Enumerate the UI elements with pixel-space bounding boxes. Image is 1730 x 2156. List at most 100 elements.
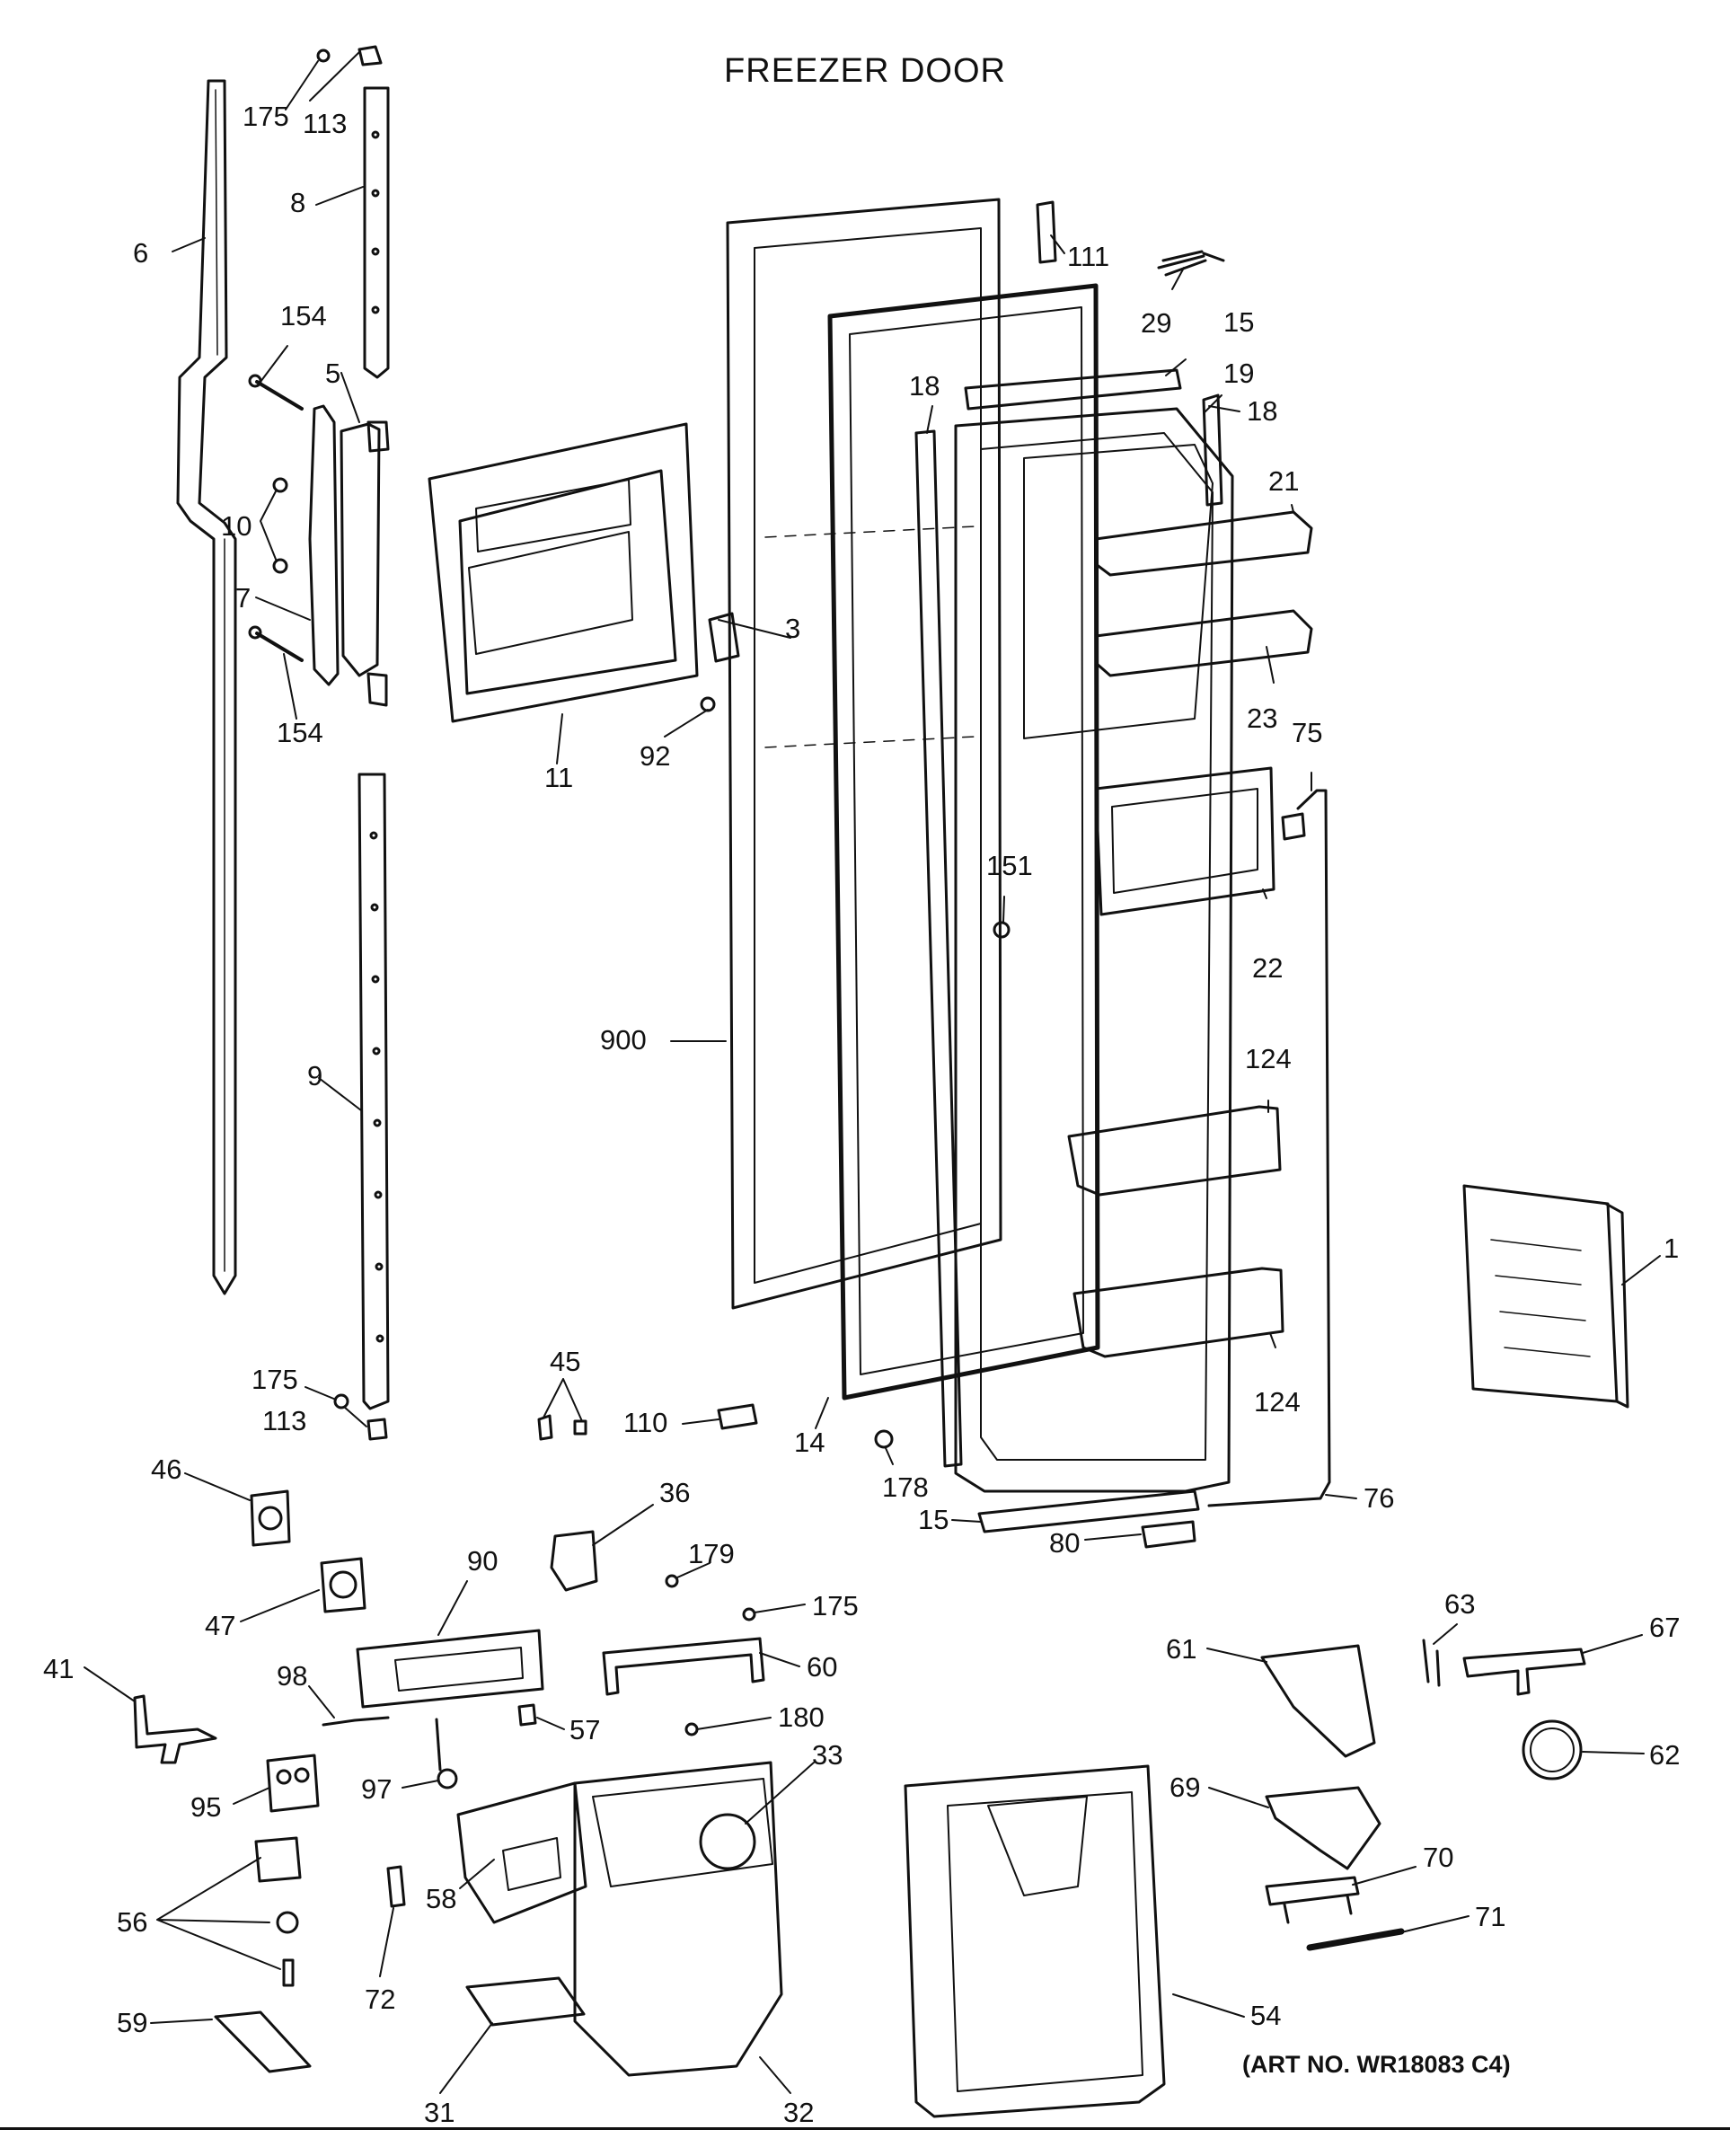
callout-98: 98 (277, 1660, 308, 1692)
callout-56: 56 (117, 1906, 148, 1938)
callout-60: 60 (807, 1651, 838, 1683)
part-7-handle-trim (308, 404, 340, 686)
part-80-cap (1141, 1520, 1196, 1549)
callout-46: 46 (151, 1454, 182, 1485)
callout-36: 36 (659, 1477, 691, 1508)
callout-1: 1 (1664, 1233, 1680, 1264)
part-75-76-tube (1207, 789, 1331, 1507)
part-18-strip-left (914, 429, 963, 1468)
part-21-shelf (1094, 510, 1313, 577)
part-175-screw-top (316, 49, 331, 63)
callout-18: 18 (909, 370, 940, 402)
part-58-bracket (456, 1781, 587, 1924)
callout-154: 154 (280, 300, 327, 331)
part-110-button (717, 1403, 758, 1430)
callout-76: 76 (1364, 1482, 1395, 1514)
callout-6: 6 (133, 237, 149, 269)
part-59-drip-tray (214, 2010, 312, 2073)
callout-19: 19 (1223, 358, 1255, 389)
part-6-strip (176, 79, 237, 1295)
callout-71: 71 (1475, 1901, 1506, 1932)
part-178-plug (874, 1429, 894, 1449)
part-29-harness (1157, 250, 1225, 277)
part-32-dispenser-housing (573, 1761, 783, 2077)
part-62-seal (1522, 1719, 1583, 1780)
callout-41: 41 (43, 1653, 75, 1684)
callout-18: 18 (1247, 395, 1278, 427)
callout-110: 110 (623, 1407, 668, 1438)
part-47-housing (320, 1557, 366, 1613)
part-111-tab (1036, 200, 1057, 264)
callout-11: 11 (544, 762, 574, 793)
part-15-trim-bottom (977, 1489, 1200, 1533)
callout-23: 23 (1247, 702, 1278, 734)
callout-70: 70 (1423, 1842, 1454, 1873)
callout-21: 21 (1268, 465, 1300, 497)
part-60-bracket (602, 1637, 765, 1696)
part-1-manual (1462, 1184, 1629, 1409)
part-19-door-liner (954, 407, 1234, 1493)
callout-178: 178 (882, 1471, 929, 1503)
part-63-spring (1422, 1639, 1441, 1687)
callout-111: 111 (1067, 241, 1110, 272)
part-10-nut-upper (272, 477, 288, 493)
part-98-wire (322, 1716, 390, 1727)
callout-175: 175 (812, 1590, 859, 1621)
callout-32: 32 (783, 2097, 815, 2128)
callout-3: 3 (785, 613, 801, 644)
callout-33: 33 (812, 1739, 843, 1771)
callout-175: 175 (252, 1364, 298, 1395)
part-95-relay (266, 1754, 320, 1813)
callout-29: 29 (1141, 307, 1172, 339)
part-154-screw-upper (255, 380, 304, 411)
callout-75: 75 (1292, 717, 1323, 748)
callout-95: 95 (190, 1791, 222, 1823)
callout-151: 151 (986, 850, 1033, 881)
diagram-title: FREEZER DOOR (724, 52, 1006, 90)
callout-67: 67 (1649, 1612, 1681, 1643)
callout-180: 180 (778, 1701, 825, 1733)
callout-61: 61 (1166, 1633, 1197, 1665)
callout-22: 22 (1252, 952, 1284, 984)
part-36-actuator (550, 1530, 598, 1592)
callout-900: 900 (600, 1024, 647, 1056)
part-70-mechanism (1265, 1876, 1360, 1924)
leader-lines (84, 51, 1661, 2094)
bottom-rule (0, 2127, 1730, 2130)
part-179-screw (665, 1574, 679, 1588)
part-41-lever (133, 1694, 217, 1764)
part-11-dispenser-frame (428, 422, 699, 723)
part-10-nut-lower (272, 558, 288, 574)
callout-59: 59 (117, 2007, 148, 2038)
part-175-screw-mid (742, 1607, 756, 1621)
part-54-dispenser-cover (904, 1764, 1166, 2118)
callout-47: 47 (205, 1610, 236, 1641)
callout-124: 124 (1245, 1043, 1292, 1074)
part-97-light (435, 1718, 458, 1789)
part-56-lamp-socket (254, 1836, 302, 1987)
part-113-clip-top (357, 45, 383, 66)
part-15-trim-top (964, 368, 1182, 411)
part-124-bin-upper (1067, 1105, 1282, 1197)
part-57-clip (517, 1703, 537, 1727)
callout-92: 92 (640, 740, 671, 772)
callout-45: 45 (550, 1346, 581, 1377)
part-3-latch (708, 612, 740, 663)
part-9-rail (357, 773, 390, 1410)
callout-5: 5 (325, 358, 341, 389)
callout-31: 31 (424, 2097, 455, 2128)
callout-9: 9 (307, 1060, 323, 1091)
callout-15: 15 (918, 1504, 949, 1535)
callout-54: 54 (1250, 2000, 1282, 2031)
callout-175: 175 (243, 101, 289, 132)
callout-15: 15 (1223, 306, 1255, 338)
callout-179: 179 (688, 1538, 735, 1569)
callout-80: 80 (1049, 1527, 1081, 1559)
part-8-rail (363, 86, 390, 379)
callout-113: 113 (262, 1405, 307, 1436)
callout-7: 7 (235, 582, 252, 614)
callout-58: 58 (426, 1883, 457, 1914)
part-33-actuator (699, 1813, 756, 1870)
